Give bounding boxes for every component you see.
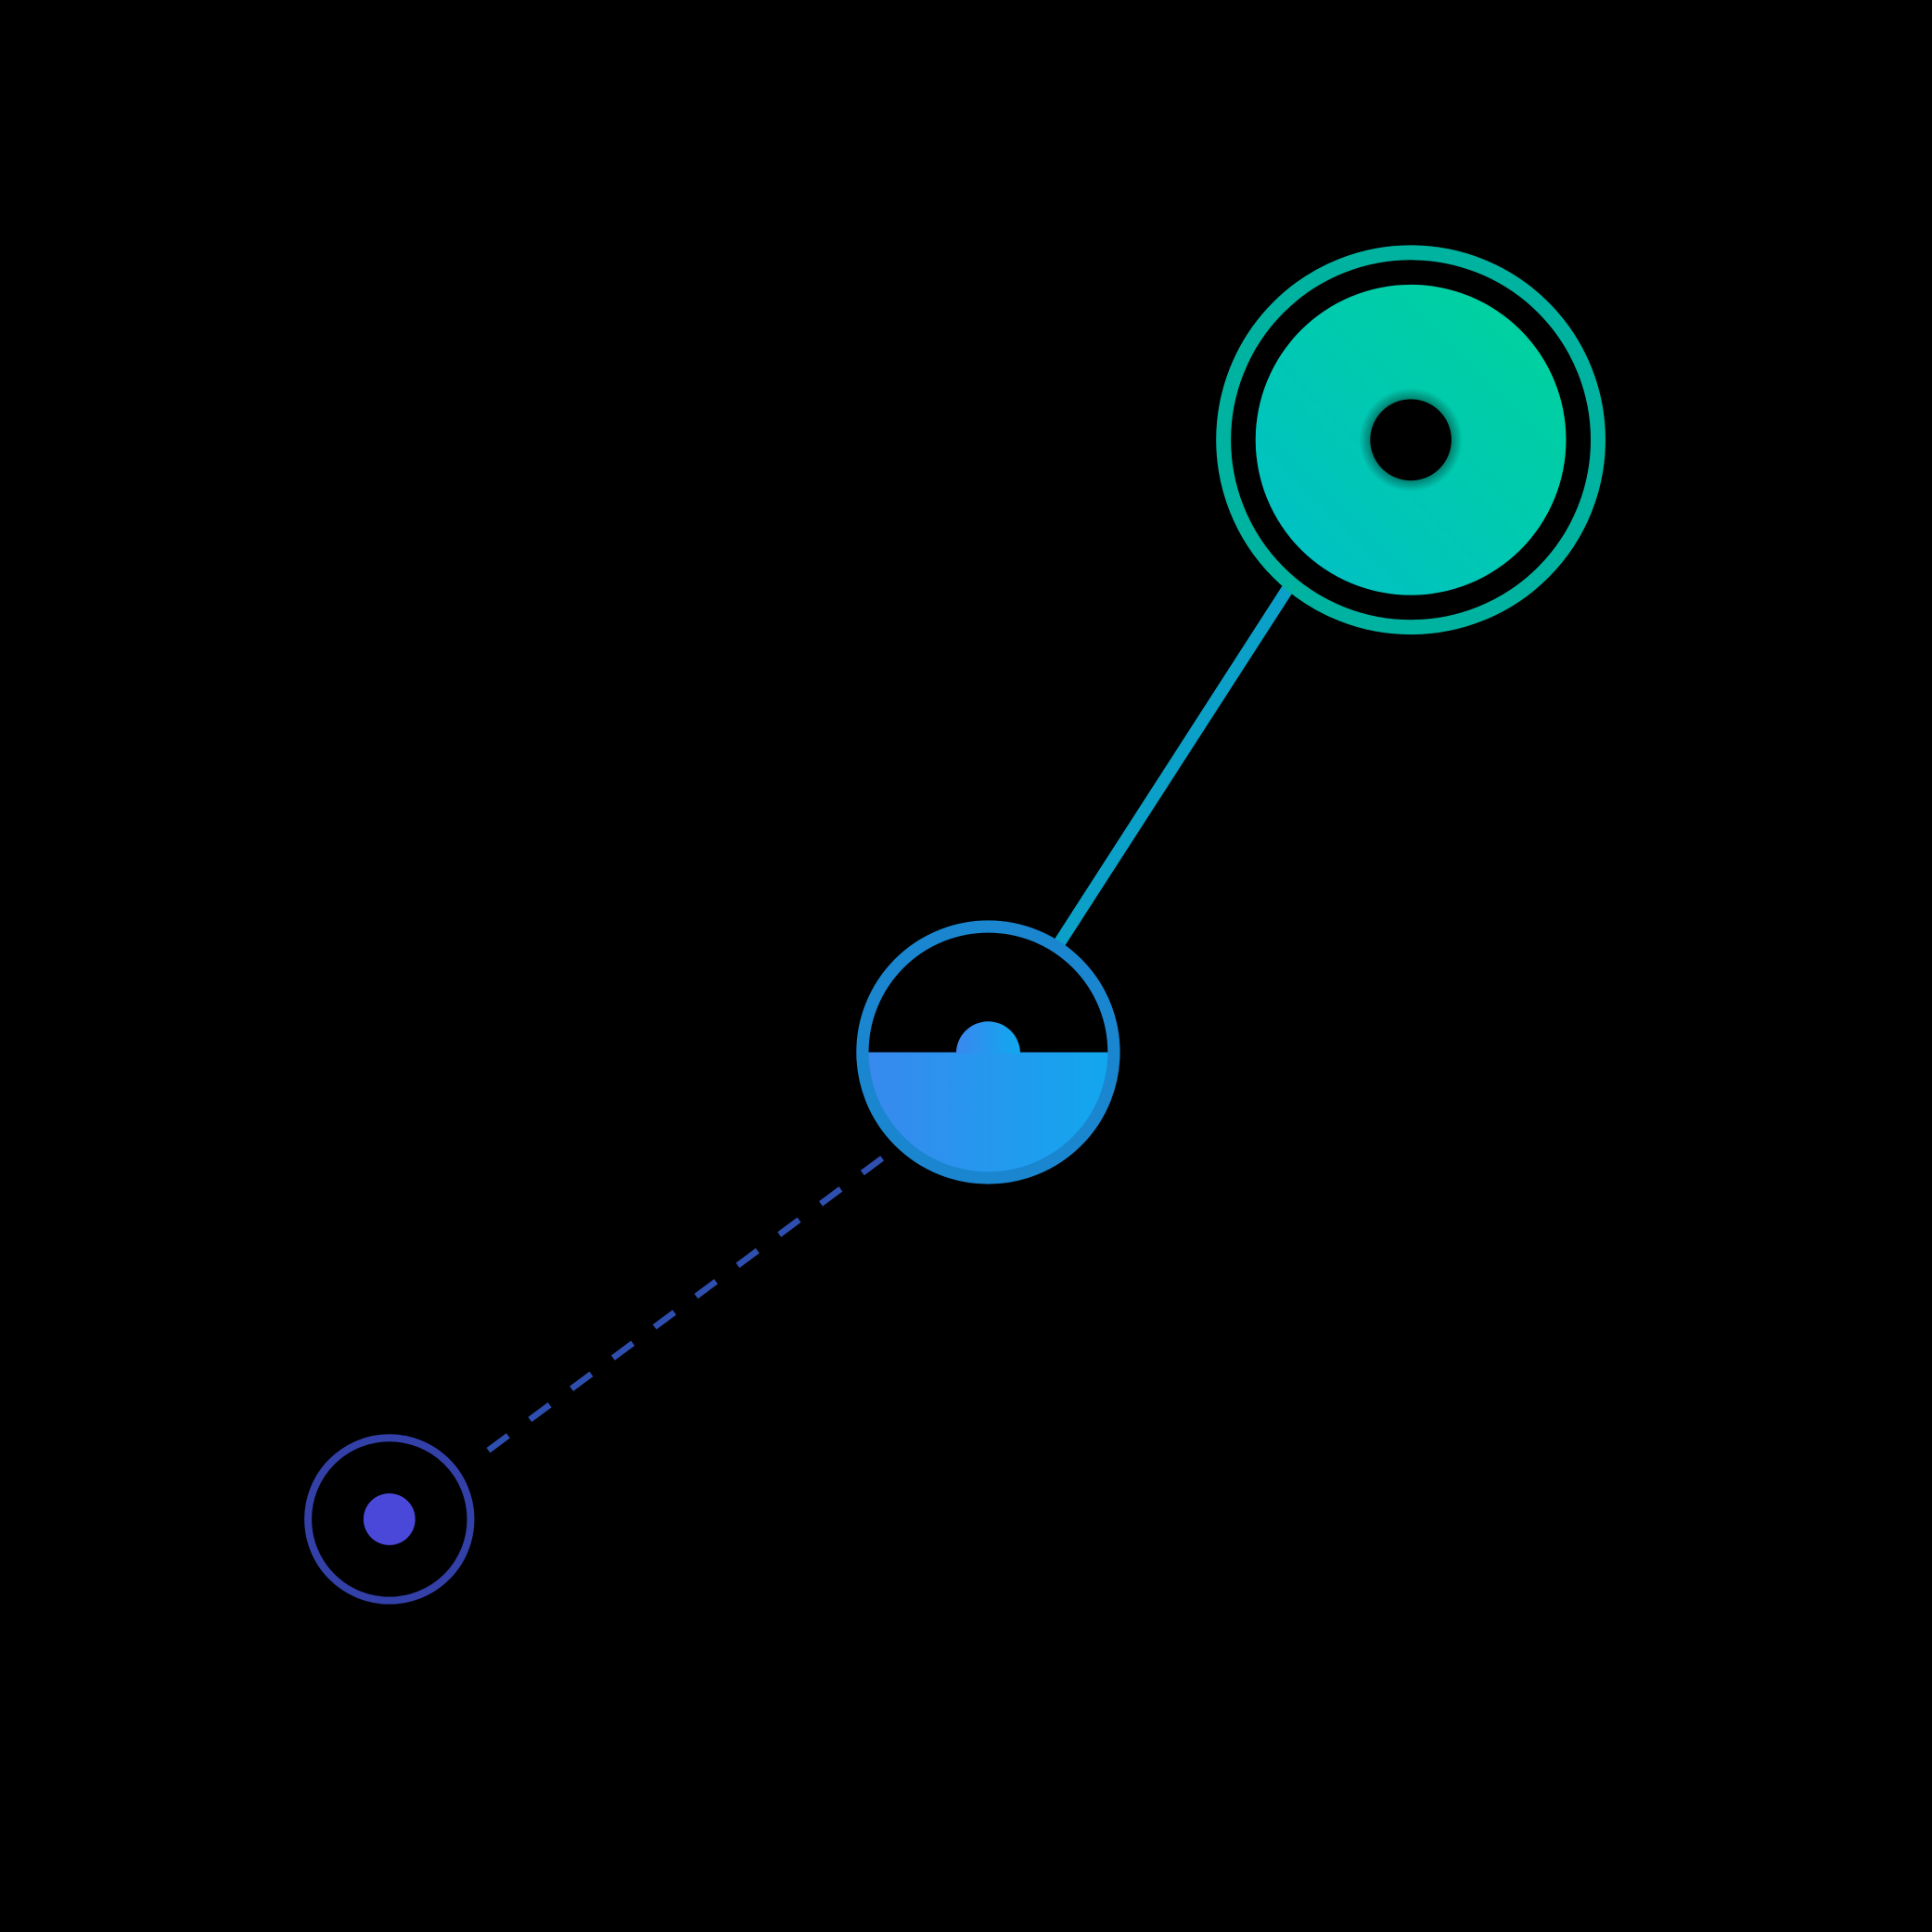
small-node-ring bbox=[304, 1434, 475, 1605]
dashed-connector bbox=[469, 1156, 885, 1465]
large-node bbox=[1216, 245, 1606, 635]
middle-node-half-fill bbox=[858, 1052, 1118, 1182]
solid-connector bbox=[1054, 585, 1293, 946]
large-node-hole bbox=[1370, 399, 1452, 481]
small-node bbox=[304, 1434, 475, 1605]
small-node-dot bbox=[363, 1493, 416, 1545]
middle-node bbox=[856, 920, 1120, 1184]
large-node-ring bbox=[1216, 245, 1606, 635]
middle-node-center-bump bbox=[955, 1021, 1020, 1054]
middle-node-ring bbox=[856, 920, 1120, 1184]
